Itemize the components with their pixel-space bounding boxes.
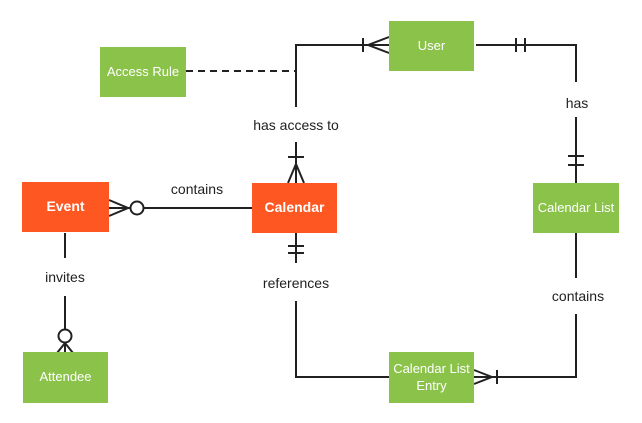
connector-user-calendar-list	[476, 38, 584, 183]
connector-calendar-entry	[288, 233, 389, 378]
relationship-label-references: references	[260, 275, 332, 291]
connector-line	[295, 301, 389, 378]
connector-line	[476, 44, 577, 82]
entity-calendar-list: Calendar List	[533, 183, 619, 233]
entity-calendar-label: Calendar	[264, 199, 325, 216]
crows-foot-icon	[56, 342, 74, 354]
entity-calendar-list-entry: Calendar List Entry	[389, 352, 474, 403]
entity-calendar-list-entry-label: Calendar List Entry	[393, 361, 470, 393]
entity-user: User	[389, 21, 474, 71]
entity-calendar-list-label: Calendar List	[537, 199, 615, 215]
connector-calendar-event	[108, 199, 252, 217]
entity-event-label: Event	[46, 198, 85, 215]
connector-calendar-list-entry	[473, 233, 577, 385]
entity-event: Event	[22, 182, 109, 232]
crows-foot-icon	[473, 369, 497, 385]
entity-access-rule: Access Rule	[100, 47, 186, 97]
connector-user-calendar	[287, 36, 390, 184]
connector-event-attendee	[56, 233, 74, 354]
relationship-label-invites: invites	[43, 269, 87, 285]
entity-attendee-label: Attendee	[39, 369, 92, 385]
relationship-label-contains-entry: contains	[549, 288, 607, 304]
double-bar-icon	[288, 245, 304, 254]
crows-foot-icon	[108, 199, 130, 217]
connector-line	[497, 314, 577, 378]
double-bar-icon	[515, 38, 526, 52]
relationship-label-has: has	[563, 95, 591, 111]
entity-access-rule-label: Access Rule	[106, 63, 180, 79]
entity-calendar: Calendar	[252, 183, 337, 233]
crows-foot-icon	[363, 36, 390, 54]
zero-circle-icon	[57, 328, 73, 344]
relationship-label-has-access-to: has access to	[251, 117, 341, 133]
entity-attendee: Attendee	[23, 352, 108, 403]
double-bar-icon	[568, 155, 584, 166]
entity-user-label: User	[417, 37, 446, 53]
zero-circle-icon	[129, 200, 145, 216]
connector-line	[295, 44, 363, 107]
crows-foot-icon	[287, 163, 305, 184]
relationship-label-contains-event: contains	[168, 181, 226, 197]
